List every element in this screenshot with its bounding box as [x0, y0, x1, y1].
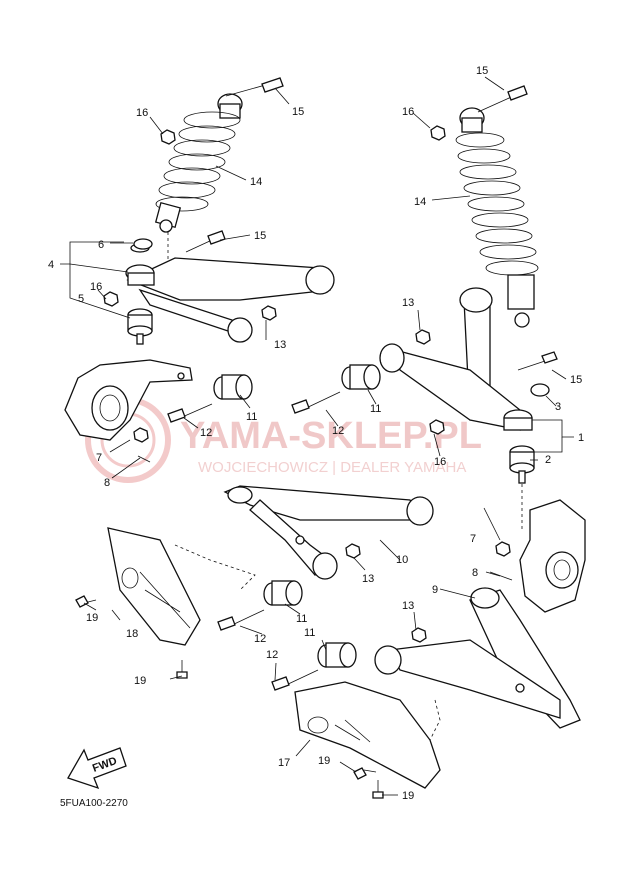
label-5: 5 — [78, 293, 84, 305]
bushing-11-lower-right — [317, 642, 357, 668]
cotter-pin-8-right — [489, 571, 513, 581]
bolt-19-left-upper — [75, 595, 97, 608]
label-2: 2 — [545, 454, 551, 466]
label-14-left: 14 — [250, 176, 262, 188]
label-10: 10 — [396, 554, 408, 566]
bolt-19-right-lower — [372, 780, 384, 799]
upper-arm-left — [125, 243, 335, 343]
label-12-right-upper: 12 — [332, 425, 344, 437]
knuckle-right — [495, 499, 586, 613]
lower-arm-left — [223, 485, 434, 580]
label-7-left: 7 — [96, 452, 102, 464]
label-16-right: 16 — [434, 456, 446, 468]
part-labels: 16 15 14 6 15 4 16 5 13 11 12 7 8 15 16 … — [48, 65, 584, 802]
label-8-left: 8 — [104, 477, 110, 489]
label-18: 18 — [126, 628, 138, 640]
bolt-12-right-upper — [291, 391, 341, 414]
label-7-right: 7 — [470, 533, 476, 545]
ball-joint-2-right — [509, 445, 535, 530]
cotter-pin-8-left — [137, 455, 151, 463]
nut-16-left — [103, 291, 119, 307]
ball-joint-5-left — [127, 308, 153, 345]
bolt-15-left — [185, 230, 226, 253]
label-11-left-upper: 11 — [246, 411, 257, 423]
label-13-lower-right: 13 — [402, 600, 414, 612]
label-6: 6 — [98, 239, 104, 251]
diagram-code: 5FUA100-2270 — [60, 798, 128, 809]
circlip-6 — [133, 238, 153, 250]
label-12-lower-left: 12 — [254, 633, 266, 645]
label-9: 9 — [432, 584, 438, 596]
label-19-left-upper: 19 — [86, 612, 98, 624]
label-13-lower-left: 13 — [362, 573, 374, 585]
bolt-12-left-upper — [167, 403, 213, 423]
label-15-left-middle: 15 — [254, 230, 266, 242]
label-14-right: 14 — [414, 196, 426, 208]
bolt-19-left-lower — [176, 660, 188, 679]
label-15-top-left: 15 — [292, 106, 304, 118]
label-11-right-upper: 11 — [370, 403, 381, 415]
knuckle-left — [64, 359, 193, 443]
label-16-left: 16 — [90, 281, 102, 293]
watermark-brand: YAMA-SKLEP.PL — [180, 415, 482, 457]
bushing-11-left-upper — [213, 374, 253, 400]
label-17: 17 — [278, 757, 290, 769]
nut-13-upper-right — [415, 329, 431, 345]
label-4: 4 — [48, 259, 54, 271]
label-3: 3 — [555, 401, 561, 413]
circlip-3 — [530, 383, 550, 397]
bushing-11-right-upper — [341, 364, 381, 390]
nut-16-top-right — [430, 125, 446, 141]
label-16-top-right: 16 — [402, 106, 414, 118]
shock-absorber-right — [455, 85, 539, 328]
watermark: YAMA-SKLEP.PL WOJCIECHOWICZ | DEALER YAM… — [85, 397, 482, 483]
label-15-top-right: 15 — [476, 65, 488, 77]
label-12-left-upper: 12 — [200, 427, 212, 439]
upper-arm-right — [379, 287, 533, 431]
nut-13-upper-left — [261, 305, 277, 321]
bolt-15-right — [517, 351, 558, 371]
bolt-12-lower-right — [271, 669, 319, 691]
watermark-dealer: WOJCIECHOWICZ | DEALER YAMAHA — [198, 459, 466, 476]
label-11-lower-left: 11 — [296, 613, 307, 625]
bushing-11-lower-left — [263, 580, 303, 606]
label-8-right: 8 — [472, 567, 478, 579]
label-19-left-lower: 19 — [134, 675, 146, 687]
nut-16-top-left — [160, 129, 176, 145]
fwd-arrow-icon: FWD — [67, 747, 127, 790]
nut-13-lower-right — [411, 627, 427, 643]
bolt-12-lower-left — [217, 609, 265, 631]
shock-absorber-left — [154, 77, 284, 275]
guard-18 — [107, 527, 256, 646]
label-13-upper-right: 13 — [402, 297, 414, 309]
label-19-right-upper: 19 — [318, 755, 330, 767]
label-16-top-left: 16 — [136, 107, 148, 119]
label-15-right: 15 — [570, 374, 582, 386]
nut-16-right — [429, 419, 445, 435]
nut-13-lower-left — [345, 543, 361, 559]
label-13-upper-left: 13 — [274, 339, 286, 351]
guard-17 — [294, 681, 441, 789]
lower-arm-right — [374, 587, 581, 741]
label-19-right-lower: 19 — [402, 790, 414, 802]
label-1: 1 — [578, 432, 584, 444]
label-11-lower-right: 11 — [304, 627, 315, 639]
callout-lines — [60, 76, 574, 796]
label-12-lower-right: 12 — [266, 649, 278, 661]
bolt-19-right-upper — [353, 767, 377, 780]
